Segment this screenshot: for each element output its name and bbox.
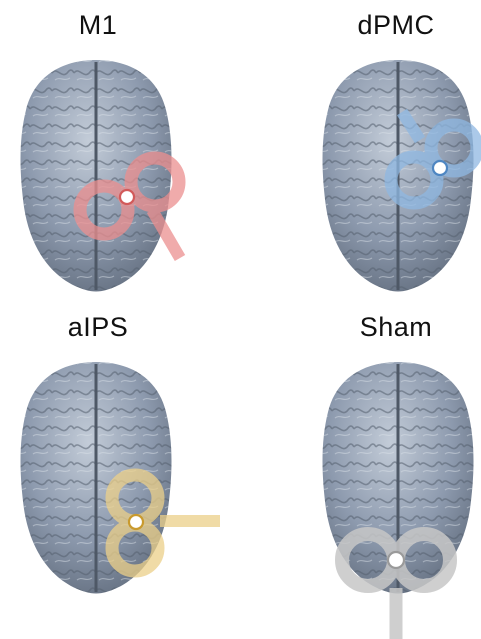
panel-aips	[21, 362, 221, 594]
stimulation-target-icon	[120, 190, 134, 204]
stimulation-target-icon	[129, 515, 143, 529]
panel-sham	[323, 362, 474, 639]
stimulation-target-icon	[433, 161, 447, 175]
panel-m1	[21, 60, 181, 292]
brain-icon	[21, 60, 172, 292]
panel-dpmc	[323, 60, 478, 292]
stimulation-target-icon	[388, 552, 404, 568]
